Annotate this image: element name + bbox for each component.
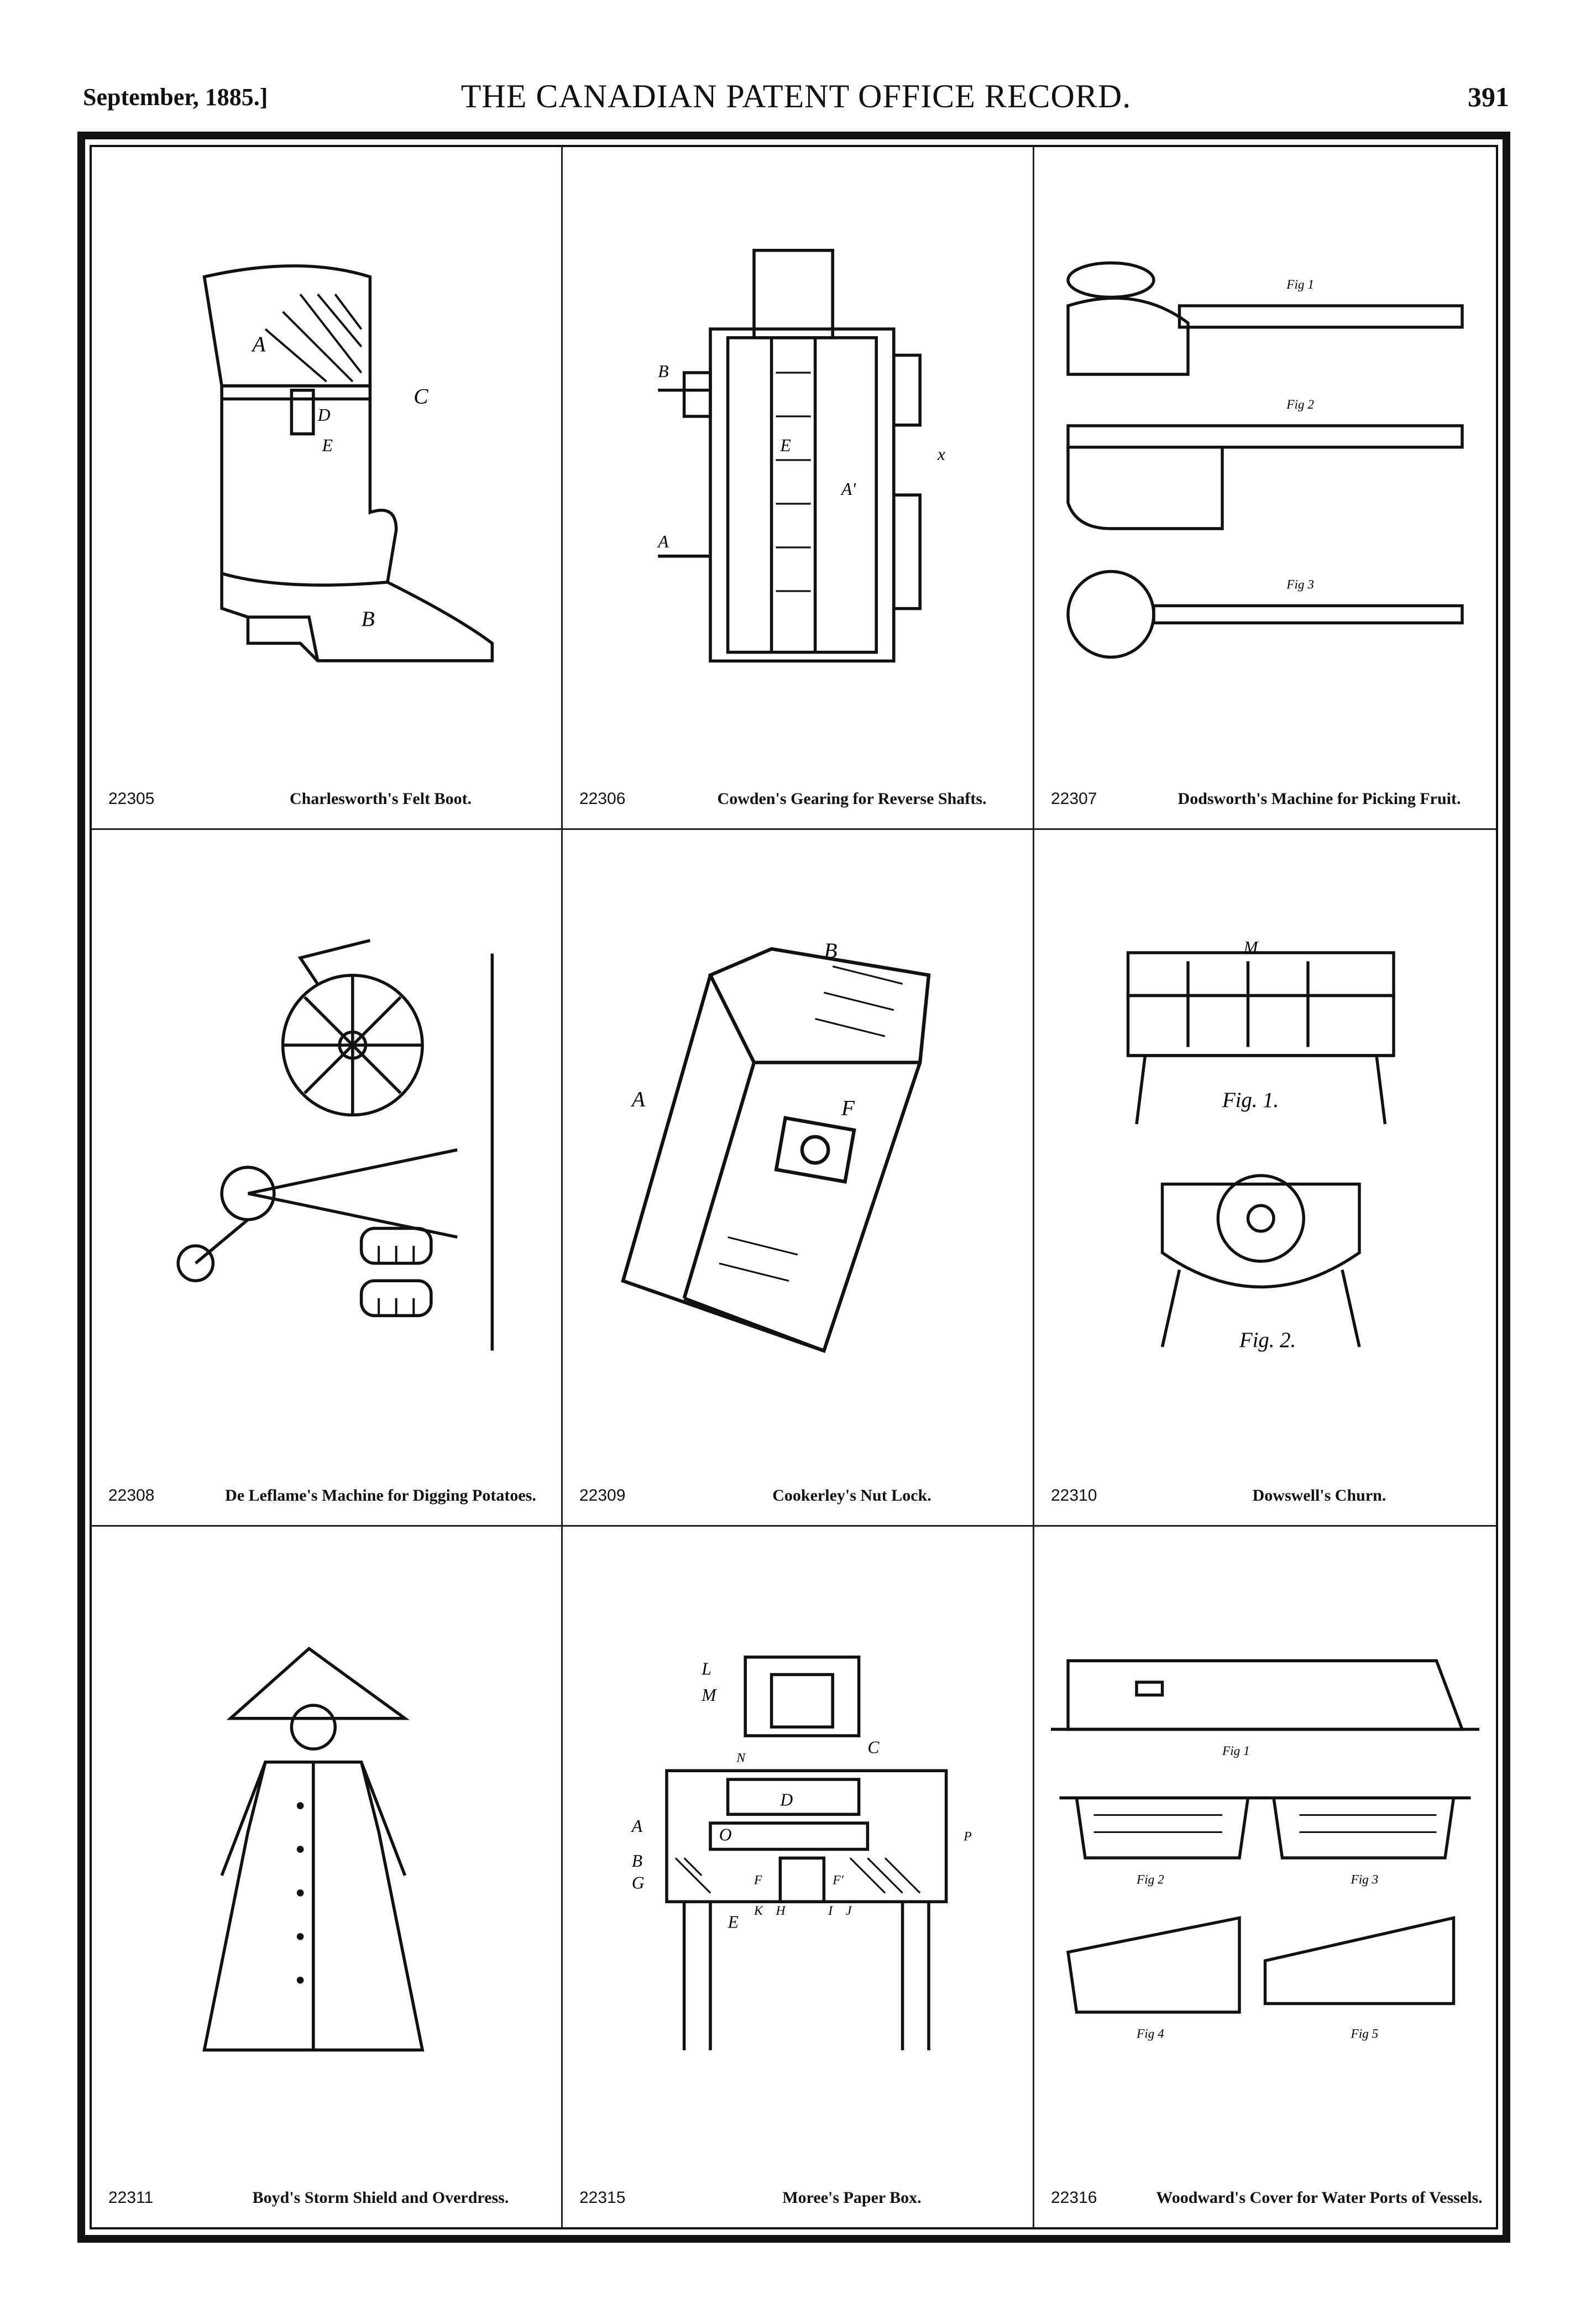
publication-title: THE CANADIAN PATENT OFFICE RECORD.: [460, 78, 1132, 114]
churn-fig2-label: Fig. 2.: [1239, 1328, 1296, 1352]
patent-number: 22311: [108, 2189, 154, 2207]
patent-caption: 22307 Dodsworth's Machine for Picking Fr…: [1051, 788, 1483, 810]
picker-fig1-label: Fig 1: [1286, 278, 1314, 292]
box-label-n: N: [736, 1751, 746, 1766]
boot-drawing: A C D E B: [108, 164, 545, 756]
churn-fig1-label: Fig. 1.: [1222, 1088, 1279, 1112]
patent-title: Cowden's Gearing for Reverse Shafts.: [717, 790, 987, 808]
patent-title: Charlesworth's Felt Boot.: [289, 790, 472, 808]
picker-fig3-label: Fig 3: [1286, 578, 1314, 592]
nut-label-b: B: [824, 938, 837, 963]
patent-cell-22316: Fig 1 Fig 2 Fig 3 Fig 4 Fig 5 22316 Wood…: [1034, 1527, 1496, 2227]
patent-number: 22315: [579, 2189, 626, 2207]
churn-drawing: M Fig. 1. Fig. 2.: [1051, 847, 1479, 1453]
box-label-d: D: [779, 1790, 793, 1810]
patent-cell-22309: A B F 22309 Cookerley's Nut Lock.: [563, 830, 1034, 1527]
patent-number: 22306: [579, 790, 626, 808]
ports-fig3-label: Fig 3: [1351, 1873, 1379, 1887]
churn-label-m: M: [1243, 937, 1259, 957]
picker-fig2-label: Fig 2: [1286, 398, 1314, 412]
ports-fig1-label: Fig 1: [1222, 1744, 1250, 1758]
boot-label-c: C: [414, 384, 428, 408]
ports-fig2-label: Fig 2: [1136, 1873, 1164, 1887]
box-label-h: H: [776, 1904, 787, 1918]
patent-caption: 22316 Woodward's Cover for Water Ports o…: [1051, 2187, 1483, 2208]
box-label-l: L: [701, 1659, 711, 1679]
patent-cell-22307: Fig 1 Fig 2 Fig 3 22307 Dodsworth's Mach…: [1034, 147, 1496, 830]
patent-caption: 22305 Charlesworth's Felt Boot.: [108, 788, 548, 810]
box-label-e: E: [728, 1913, 739, 1932]
patent-cell-22315: L M N C D O P A B G F F' E K H I J 22315…: [563, 1527, 1034, 2227]
page-header: September, 1885.] THE CANADIAN PATENT OF…: [83, 77, 1509, 127]
box-label-o: O: [719, 1825, 732, 1845]
patent-title: De Leflame's Machine for Digging Potatoe…: [225, 1486, 536, 1505]
box-label-f: F: [753, 1873, 762, 1888]
box-label-c: C: [867, 1738, 880, 1757]
patent-caption: 22310 Dowswell's Churn.: [1051, 1485, 1483, 1506]
gear-label-e: E: [779, 436, 791, 455]
patent-number: 22308: [108, 1486, 155, 1505]
outer-border: [77, 132, 1510, 2243]
box-label-j: J: [846, 1904, 852, 1918]
patent-cell-22310: M Fig. 1. Fig. 2. 22310 Dowswell's Churn…: [1034, 830, 1496, 1527]
patent-number: 22316: [1051, 2189, 1097, 2207]
patent-grid: A C D E B 22305 Charlesworth's Felt Boot…: [92, 147, 1496, 2227]
boot-label-a: A: [250, 332, 266, 356]
boot-label-e: E: [322, 436, 333, 455]
issue-date: September, 1885.]: [83, 83, 268, 111]
box-label-p: P: [963, 1830, 971, 1844]
page-number: 391: [1468, 81, 1509, 112]
box-label-m: M: [701, 1685, 717, 1705]
patent-title: Dowswell's Churn.: [1252, 1486, 1386, 1505]
patent-caption: 22308 De Leflame's Machine for Digging P…: [108, 1485, 548, 1506]
patent-title: Boyd's Storm Shield and Overdress.: [252, 2189, 509, 2207]
box-label-g: G: [632, 1873, 645, 1893]
nut-label-f: F: [841, 1095, 855, 1120]
patent-number: 22305: [108, 790, 155, 808]
ports-fig4-label: Fig 4: [1136, 2027, 1164, 2041]
patent-title: Cookerley's Nut Lock.: [772, 1486, 931, 1505]
patent-cell-22308: 22308 De Leflame's Machine for Digging P…: [92, 830, 563, 1527]
patent-number: 22307: [1051, 790, 1097, 808]
gear-label-a: A: [657, 532, 669, 551]
patent-caption: 22311 Boyd's Storm Shield and Overdress.: [108, 2187, 548, 2208]
fruit-picker-drawing: Fig 1 Fig 2 Fig 3: [1051, 164, 1479, 756]
box-label-f-prime: F': [832, 1873, 844, 1888]
patent-number: 22310: [1051, 1486, 1097, 1505]
patent-cell-22311: 22311 Boyd's Storm Shield and Overdress.: [92, 1527, 563, 2227]
nut-label-a: A: [630, 1087, 646, 1111]
patent-title: Dodsworth's Machine for Picking Fruit.: [1177, 790, 1461, 808]
boot-label-d: D: [317, 405, 331, 425]
patent-caption: 22315 Moree's Paper Box.: [579, 2187, 1019, 2208]
box-label-k: K: [753, 1904, 763, 1918]
patent-caption: 22306 Cowden's Gearing for Reverse Shaft…: [579, 788, 1019, 810]
inner-border: [90, 145, 1498, 2229]
box-label-b: B: [632, 1851, 642, 1871]
patent-number: 22309: [579, 1486, 626, 1505]
gear-label-a-prime: A': [840, 479, 856, 499]
gear-label-x: x: [937, 445, 945, 464]
potato-digger-drawing: [108, 847, 545, 1453]
patent-title: Woodward's Cover for Water Ports of Vess…: [1156, 2189, 1483, 2207]
patent-cell-22305: A C D E B 22305 Charlesworth's Felt Boot…: [92, 147, 563, 830]
box-label-a: A: [631, 1816, 643, 1836]
patent-title: Moree's Paper Box.: [782, 2189, 922, 2207]
nut-lock-drawing: A B F: [579, 847, 1016, 1453]
water-port-cover-drawing: Fig 1 Fig 2 Fig 3 Fig 4 Fig 5: [1051, 1543, 1479, 2155]
paper-box-drawing: L M N C D O P A B G F F' E K H I J: [579, 1543, 1016, 2155]
gear-label-b: B: [658, 362, 668, 381]
box-label-i: I: [828, 1904, 833, 1918]
patent-caption: 22309 Cookerley's Nut Lock.: [579, 1485, 1019, 1506]
ports-fig5-label: Fig 5: [1351, 2027, 1379, 2041]
storm-shield-drawing: [108, 1543, 545, 2155]
patent-cell-22306: B A E A' x 22306 Cowden's Gearing for Re…: [563, 147, 1034, 830]
boot-label-b: B: [362, 607, 375, 631]
gearing-drawing: B A E A' x: [579, 164, 1016, 756]
